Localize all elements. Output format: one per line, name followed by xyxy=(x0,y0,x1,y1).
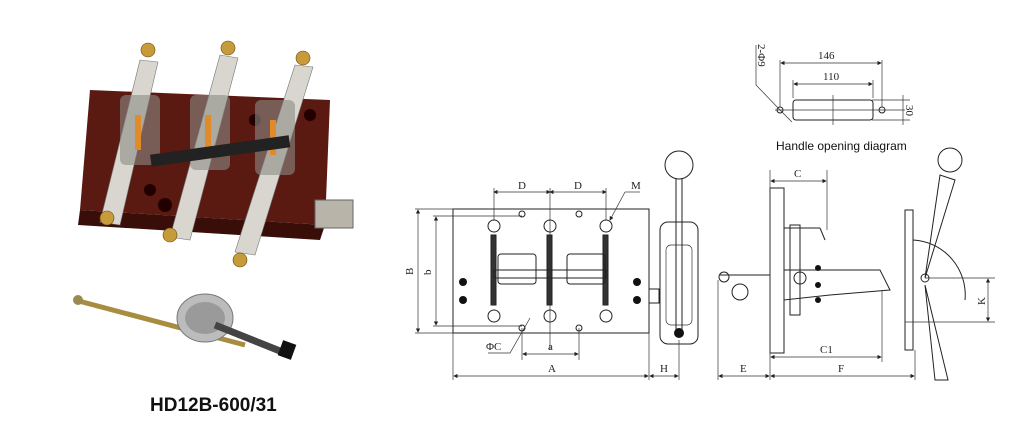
switch-photo xyxy=(78,40,354,268)
side-view: C C1 E F K xyxy=(717,147,995,381)
dim-146: 146 xyxy=(818,50,835,62)
handle-opening-diagram: 146 110 30 2-Φ9 Handle opening diagram xyxy=(755,44,915,153)
dim-A: A xyxy=(548,363,556,375)
dim-F: F xyxy=(838,363,844,375)
handle-photo xyxy=(73,293,297,360)
dim-a: a xyxy=(548,341,553,353)
dim-C: C xyxy=(794,168,801,180)
dim-30: 30 xyxy=(903,105,915,117)
front-view: D D M B b a ΦC A H xyxy=(404,150,699,380)
dim-D-1: D xyxy=(518,180,526,192)
dim-C1: C1 xyxy=(820,344,833,356)
dim-E: E xyxy=(740,363,747,375)
dim-M: M xyxy=(631,180,641,192)
dim-D-2: D xyxy=(574,180,582,192)
dim-110: 110 xyxy=(823,71,840,83)
dim-K: K xyxy=(976,297,988,305)
product-model-label: HD12B-600/31 xyxy=(150,395,277,416)
dim-phi-C: ΦC xyxy=(486,341,501,353)
dim-B: B xyxy=(404,268,416,275)
dim-H: H xyxy=(660,363,668,375)
dim-b: b xyxy=(422,269,434,275)
holes-label: 2-Φ9 xyxy=(755,44,767,67)
handle-diagram-caption: Handle opening diagram xyxy=(776,139,907,153)
